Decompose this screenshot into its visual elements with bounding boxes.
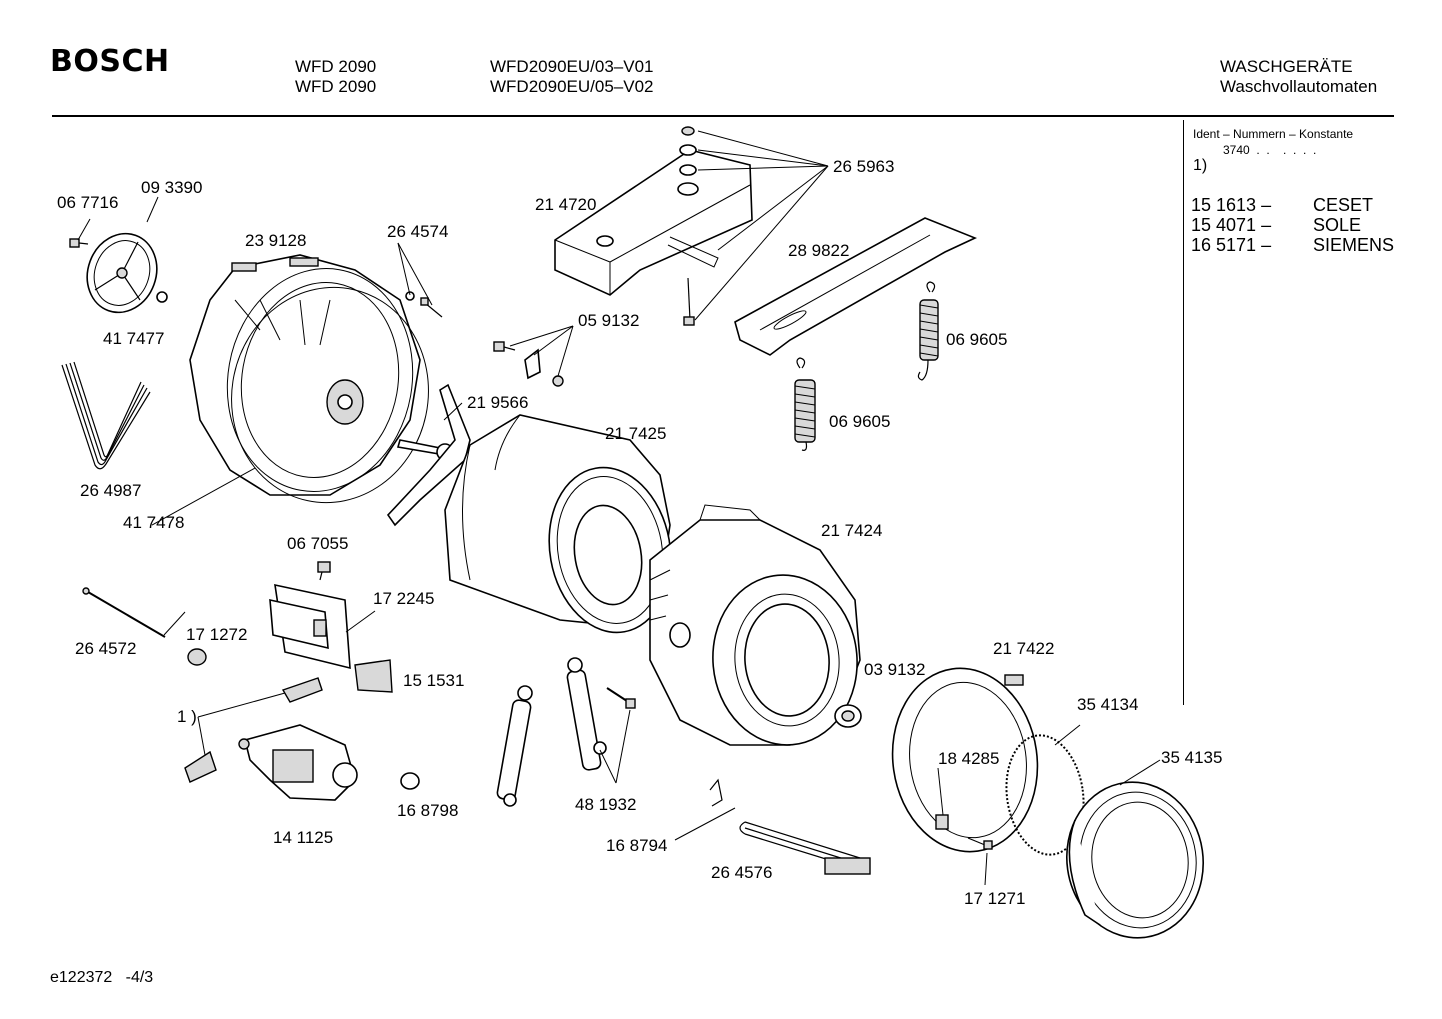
ident-name-2: SOLE bbox=[1313, 215, 1362, 235]
ntc-168794 bbox=[709, 778, 723, 807]
screws-264574 bbox=[405, 291, 443, 318]
pump-141125 bbox=[238, 724, 358, 801]
cap-168798 bbox=[400, 772, 420, 790]
label-417478: 41 7478 bbox=[123, 513, 184, 532]
rear-tub-part bbox=[189, 254, 421, 496]
category-title: WASCHGERÄTE bbox=[1220, 57, 1353, 76]
screw-067716 bbox=[69, 238, 89, 248]
label-067055: 06 7055 bbox=[287, 534, 348, 553]
label-417477: 41 7477 bbox=[103, 329, 164, 348]
rod-264572 bbox=[82, 587, 166, 638]
ident-code-2: 15 4071 – bbox=[1191, 215, 1272, 235]
control-module-172245 bbox=[269, 583, 351, 670]
fixings-059132 bbox=[493, 341, 564, 387]
label-059132: 05 9132 bbox=[578, 311, 639, 330]
screw-171271 bbox=[967, 837, 993, 850]
label-264572: 26 4572 bbox=[75, 639, 136, 658]
door-seal-part bbox=[1065, 781, 1205, 939]
nut-171272 bbox=[187, 648, 207, 666]
model-line-2: WFD 2090 bbox=[295, 77, 377, 96]
label-171272: 17 1272 bbox=[186, 625, 247, 644]
label-289822: 28 9822 bbox=[788, 241, 849, 260]
category-subtitle: Waschvollautomaten bbox=[1220, 77, 1378, 96]
drive-belt bbox=[61, 361, 151, 470]
label-067716: 06 7716 bbox=[57, 193, 118, 212]
label-note-1: 1 ) bbox=[177, 707, 197, 726]
clip-part bbox=[184, 750, 217, 783]
label-264576: 26 4576 bbox=[711, 863, 772, 882]
ident-note-marker: 1) bbox=[1193, 157, 1208, 174]
support-bar-part bbox=[734, 217, 978, 356]
label-184285: 18 4285 bbox=[938, 749, 999, 768]
washer-417477 bbox=[156, 291, 168, 303]
label-264987: 26 4987 bbox=[80, 481, 141, 500]
side-divider bbox=[1183, 120, 1184, 705]
heater-264576 bbox=[739, 821, 871, 875]
bolts-265963 bbox=[679, 126, 697, 326]
header-divider bbox=[52, 115, 1394, 117]
connector-151531 bbox=[354, 659, 393, 693]
label-141125: 14 1125 bbox=[273, 828, 333, 847]
model-line-1: WFD 2090 bbox=[295, 57, 377, 76]
bracket-part bbox=[554, 149, 753, 296]
ident-code-3: 16 5171 – bbox=[1191, 235, 1272, 255]
front-ring-part bbox=[891, 667, 1039, 853]
label-217424: 21 7424 bbox=[821, 521, 882, 540]
ident-name-3: SIEMENS bbox=[1313, 235, 1395, 255]
screw-067055 bbox=[317, 561, 331, 581]
pulley-part bbox=[86, 232, 158, 314]
damper-right bbox=[566, 657, 607, 771]
label-214720: 21 4720 bbox=[535, 195, 596, 214]
model-code-1: WFD2090EU/03–V01 bbox=[490, 57, 654, 76]
spring-upper bbox=[917, 281, 939, 381]
clamp-ring bbox=[1005, 734, 1085, 856]
label-217425: 21 7425 bbox=[605, 424, 666, 443]
spring-lower bbox=[794, 357, 816, 451]
label-354135: 35 4135 bbox=[1161, 748, 1222, 767]
label-039132: 03 9132 bbox=[864, 660, 925, 679]
drum-spider-part bbox=[386, 383, 471, 527]
tub-seal-ring bbox=[231, 286, 429, 504]
damper-left bbox=[496, 685, 533, 807]
label-093390: 09 3390 bbox=[141, 178, 202, 197]
drum-part bbox=[444, 414, 672, 634]
model-code-2: WFD2090EU/05–V02 bbox=[490, 77, 654, 96]
label-217422: 21 7422 bbox=[993, 639, 1054, 658]
label-069605-upper: 06 9605 bbox=[946, 330, 1007, 349]
label-264574: 26 4574 bbox=[387, 222, 448, 241]
label-168794: 16 8794 bbox=[606, 836, 667, 855]
label-171271: 17 1271 bbox=[964, 889, 1025, 908]
connector-1 bbox=[281, 677, 323, 703]
seal-039132-core bbox=[841, 710, 855, 722]
ident-code-1: 15 1613 – bbox=[1191, 195, 1272, 215]
label-481932: 48 1932 bbox=[575, 795, 636, 814]
brand-logo: BOSCH bbox=[50, 44, 170, 79]
label-069605-lower: 06 9605 bbox=[829, 412, 890, 431]
front-tub-part bbox=[649, 504, 861, 746]
label-354134: 35 4134 bbox=[1077, 695, 1138, 714]
ident-name-1: CESET bbox=[1313, 195, 1374, 215]
leader-lines bbox=[77, 130, 1161, 886]
label-172245: 17 2245 bbox=[373, 589, 434, 608]
label-168798: 16 8798 bbox=[397, 801, 458, 820]
label-151531: 15 1531 bbox=[403, 671, 464, 690]
ident-title: Ident – Nummern – Konstante bbox=[1193, 127, 1354, 141]
label-239128: 23 9128 bbox=[245, 231, 306, 250]
document-code: e122372 -4/3 bbox=[50, 969, 154, 986]
ident-constant: 3740 . . . . . . bbox=[1223, 143, 1317, 157]
label-265963: 26 5963 bbox=[833, 157, 894, 176]
label-219566: 21 9566 bbox=[467, 393, 528, 412]
pin-481932 bbox=[606, 687, 636, 709]
